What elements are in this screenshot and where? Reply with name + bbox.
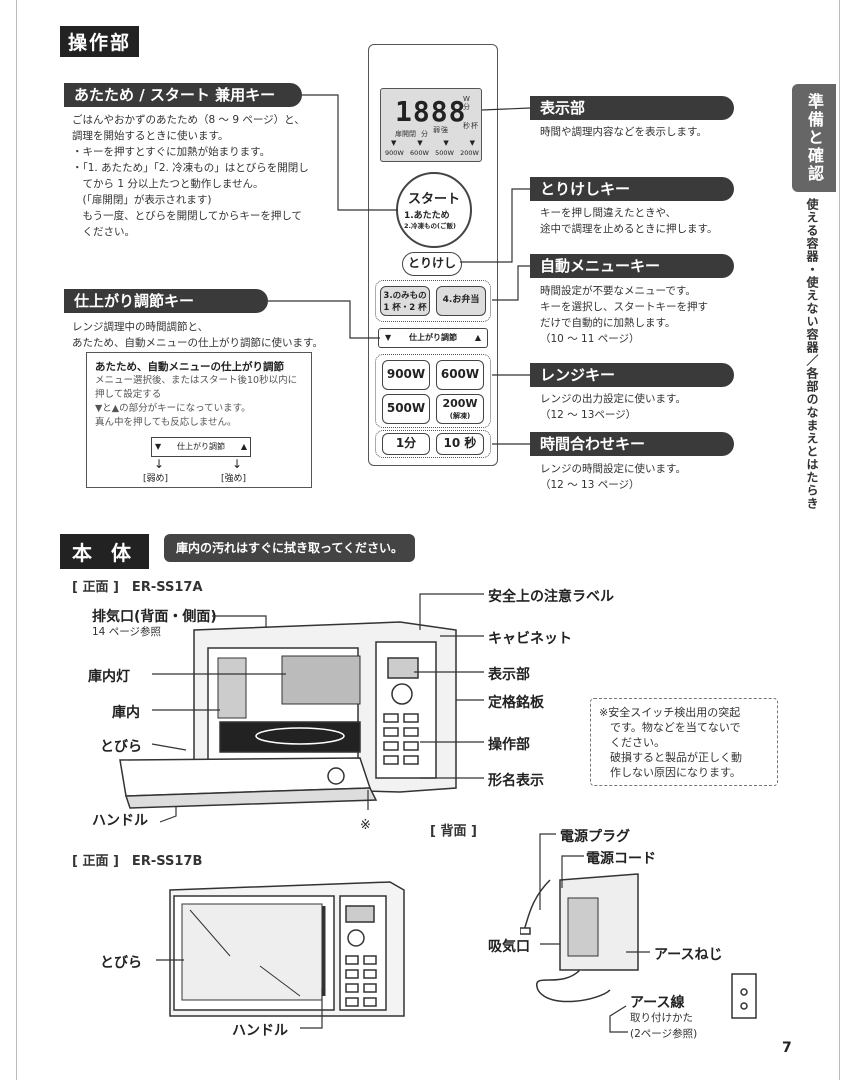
label-door-a: とびら [100,739,142,755]
finish-box-key: ▼ 仕上がり調節 ▲ [151,437,251,457]
label-attach-ref: (2ページ参照) [630,1028,698,1040]
down-triangle-icon: ▼ [155,442,162,451]
body-a-leader-lines [151,593,484,823]
page-frame [16,0,840,1080]
label-mark: ※ [360,818,371,833]
label-handle-a: ハンドル [92,813,148,829]
label-safety: 安全上の注意ラベル [488,589,614,605]
microwave-front-a-drawing [119,621,457,809]
start-key[interactable]: スタート 1.あたため 2.冷凍もの(ご飯) [396,172,472,248]
label-exhaust: 排気口(背面・側面) [92,609,217,625]
up-triangle-icon[interactable]: ▲ [474,333,481,342]
side-chapter-text: 使える容器・使えない容器／各部のなまえとはたらき [805,198,819,510]
display-sec: 秒 [463,122,470,130]
down-triangle-icon[interactable]: ▼ [385,333,392,342]
safety-switch-note: ※安全スイッチ検出用の突起 です。物などを当てないで ください。 破損すると製品… [590,698,778,786]
start-key-sub1: 1.あたため [404,211,450,221]
label-intake: 吸気口 [488,939,530,955]
range-key-group [375,354,491,428]
weak-label: [弱め] [143,474,169,484]
microwave-back-drawing [520,873,757,1019]
back-leader-lines [539,833,650,1033]
display-weak: 弱 [433,126,440,134]
key-900w[interactable]: 900W [382,360,430,390]
label-cabinet: キャビネット [488,631,572,647]
key-200w[interactable]: 200W(解凍) [436,394,484,424]
auto-menu-desc: 時間設定が不要なメニューです。キーを選択し、スタートキーを押すだけで自動的に加熱… [540,285,708,345]
microwave-front-b-drawing [169,881,405,1017]
label-rating: 定格銘板 [488,695,544,711]
arrow-down-icon: ↓ [154,457,165,471]
front-a-label: [ 正面 ] ER-SS17A [72,580,203,595]
start-key-desc: ごはんやおかずのあたため（8 ～ 9 ページ）と、調理を開始するときに使います。… [72,114,309,238]
arrow-down-icon: ↓ [232,457,243,471]
auto-menu-title: 自動メニューキー [530,254,734,278]
back-label: [ 背面 ] [430,824,477,839]
range-key-title: レンジキー [530,363,734,387]
side-tab[interactable]: 準備と確認 [792,84,836,192]
cancel-key[interactable]: とりけし [402,252,462,276]
label-handle-b: ハンドル [232,1023,288,1039]
display-desc: 時間や調理内容などを表示します。 [540,126,707,138]
section-controls-heading: 操作部 [60,26,140,57]
label-controls-a: 操作部 [488,737,530,753]
cancel-key-desc: キーを押し間違えたときや、途中で調理を止めるときに押します。 [540,207,718,235]
start-key-label: スタート [407,192,460,207]
start-key-title: あたため / スタート 兼用キー [64,83,302,107]
finish-box-title: あたため、自動メニューの仕上がり調節 [95,361,284,373]
display-title: 表示部 [530,96,734,120]
label-earth-screw: アースねじ [654,947,723,963]
label-attach: 取り付けかた [630,1012,693,1024]
display-cup: 杯 [471,122,478,130]
control-leader-lines [268,94,531,445]
time-key-desc: レンジの時間設定に使います。（12 ～ 13 ページ） [540,463,686,491]
display-digits: 1888 [395,95,467,128]
range-key-desc: レンジの出力設定に使います。（12 ～ 13ページ） [540,393,686,421]
key-10sec[interactable]: 10 秒 [436,433,484,455]
label-plug: 電源プラグ [560,829,630,845]
key-1min[interactable]: 1分 [382,433,430,455]
page-number: 7 [782,1040,792,1056]
front-b-label: [ 正面 ] ER-SS17B [72,854,203,869]
display-door: 扉開閉 [395,130,416,138]
auto-key-bento[interactable]: 4.お弁当 [436,286,486,316]
finish-box-key-label: 仕上がり調節 [177,442,225,451]
label-lamp: 庫内灯 [88,669,130,685]
label-earth-wire: アース線 [630,995,685,1011]
display-hot: 強 [441,126,448,134]
finish-key-label: 仕上がり調節 [409,333,457,342]
time-key-group [375,430,491,458]
label-display-a: 表示部 [488,667,530,683]
finish-adjust-note-box: あたため、自動メニューの仕上がり調節 メニュー選択後、またはスタート後10秒以内… [86,352,312,488]
key-600w[interactable]: 600W [436,360,484,390]
up-triangle-icon: ▲ [240,442,247,451]
key-500w[interactable]: 500W [382,394,430,424]
time-key-title: 時間合わせキー [530,432,734,456]
label-inside: 庫内 [112,705,140,721]
label-exhaust-ref: 14 ページ参照 [92,626,161,638]
body-notice: 庫内の汚れはすぐに拭き取ってください。 [164,534,416,562]
label-door-b: とびら [100,955,142,971]
label-model: 形名表示 [488,773,544,789]
strong-label: [強め] [221,474,247,484]
cancel-key-title: とりけしキー [530,177,734,201]
label-cord: 電源コード [586,851,656,867]
display-triangles: ▼▼▼▼ [391,139,475,147]
body-b-leader-lines [156,959,323,1029]
section-body-heading: 本 体 [60,534,149,569]
finish-key-desc: レンジ調理中の時間調節と、あたため、自動メニューの仕上がり調節に使います。 [72,321,323,349]
auto-menu-group [375,280,491,322]
finish-key-title: 仕上がり調節キー [64,289,268,313]
display-door-min: 分 [421,130,428,138]
start-key-sub2: 2.冷凍もの(ご飯) [404,222,456,230]
